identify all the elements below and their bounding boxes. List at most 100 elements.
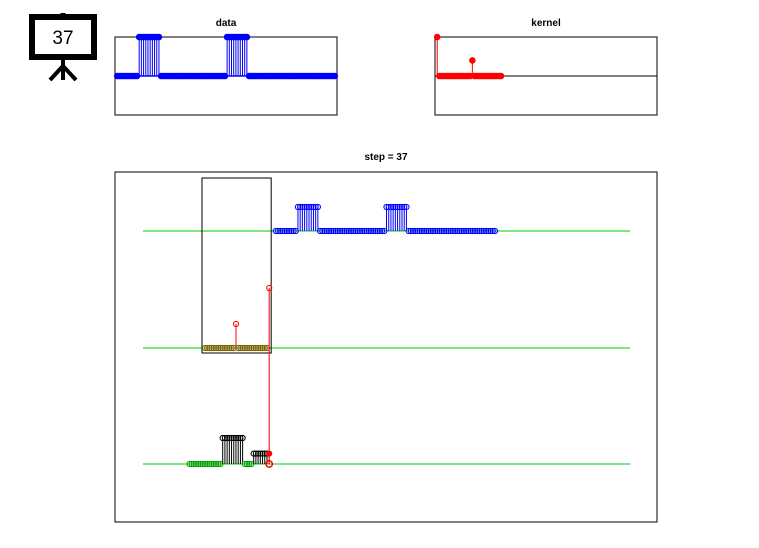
kernel-stem-series (433, 33, 657, 80)
output-point (199, 460, 206, 468)
step-kernel-point (226, 344, 233, 352)
output-point (186, 460, 193, 468)
step-kernel-point (212, 344, 220, 352)
step-kernel-point (224, 344, 231, 352)
step-axes-box (114, 171, 658, 523)
step-data-point (372, 227, 379, 235)
presentation-board-icon: 37 (29, 13, 97, 82)
step-data-point (365, 227, 372, 235)
step-data-point (423, 227, 430, 235)
step-kernel-point (259, 344, 266, 352)
step-data-point (330, 227, 337, 235)
step-data-point (469, 227, 476, 235)
step-kernel-point (255, 344, 262, 352)
step-data-point (288, 227, 295, 235)
step-data-point (429, 227, 437, 235)
output-point (206, 460, 213, 468)
step-kernel-point (228, 344, 235, 352)
step-data-point (478, 227, 485, 235)
step-data-point (274, 227, 282, 235)
step-kernel-point (239, 344, 246, 352)
kernel-title: kernel (531, 18, 561, 29)
step-kernel-point (206, 344, 213, 352)
step-data-point (418, 227, 426, 235)
data-point (155, 33, 163, 41)
step-data-point (343, 227, 350, 235)
data-stem-series (113, 33, 339, 80)
step-title: step = 37 (364, 152, 408, 163)
step-data-point (341, 227, 348, 235)
output-point (241, 460, 248, 468)
current-step-marker (265, 460, 274, 468)
step-data-point (487, 227, 494, 235)
step-data-point (290, 227, 297, 235)
step-data-point (328, 227, 335, 235)
step-kernel-point (219, 344, 226, 352)
step-data-point (277, 227, 284, 235)
kernel-point (433, 33, 441, 41)
step-data-point (350, 227, 357, 235)
step-kernel-point (241, 344, 248, 352)
step-data-point (483, 227, 490, 235)
data-point (243, 33, 251, 41)
data-point (331, 72, 339, 80)
step-data-point (440, 227, 448, 235)
step-kernel-point (217, 344, 224, 352)
step-data-point (319, 227, 326, 235)
step-data-point (467, 227, 474, 235)
data-panel: data (113, 18, 339, 116)
step-data-point (332, 227, 339, 235)
step-kernel-point (246, 344, 253, 352)
step-data-point (447, 227, 454, 235)
step-data-point (449, 227, 457, 235)
step-data-point (438, 227, 445, 235)
step-data-point (471, 227, 479, 235)
step-data-point (458, 227, 465, 235)
step-data-point (359, 227, 366, 235)
output-point (208, 460, 215, 468)
step-data-point (323, 227, 330, 235)
output-point (215, 460, 222, 468)
step-data-point (409, 227, 417, 235)
badge-label: 37 (52, 28, 73, 49)
step-data-point (339, 227, 346, 235)
step-kernel-point (250, 344, 257, 352)
board-leg-right (61, 64, 78, 82)
step-data-point (427, 227, 434, 235)
step-data-point (354, 227, 361, 235)
step-data-point (314, 203, 321, 211)
step-data-point (436, 227, 443, 235)
step-data-point (281, 227, 288, 235)
step-data-point (283, 227, 290, 235)
data-title: data (216, 18, 237, 29)
output-point (193, 460, 200, 468)
step-panel: step = 37 (114, 152, 658, 523)
step-data-point (286, 227, 293, 235)
step-data-point (454, 227, 461, 235)
output-point (201, 460, 209, 468)
output-point (212, 460, 220, 468)
step-kernel-point (248, 344, 255, 352)
step-data-point (347, 227, 355, 235)
step-kernel-point (257, 344, 264, 352)
step-kernel-point (235, 344, 242, 352)
step-data-point (491, 227, 499, 235)
step-kernel-point (204, 344, 211, 352)
output-point (197, 460, 204, 468)
step-kernel-point (221, 344, 229, 352)
kernel-point (497, 72, 505, 80)
step-kernel-point (208, 344, 215, 352)
step-data-point (456, 227, 463, 235)
step-data-point (352, 227, 359, 235)
step-data-point (376, 227, 383, 235)
output-point (204, 460, 211, 468)
kernel-panel: kernel (433, 18, 658, 116)
step-data-point (443, 227, 450, 235)
step-kernel-point (201, 344, 209, 352)
step-data-point (334, 227, 341, 235)
step-data-point (405, 227, 412, 235)
output-point (195, 460, 202, 468)
step-data-point (356, 227, 364, 235)
step-data-point (425, 227, 432, 235)
